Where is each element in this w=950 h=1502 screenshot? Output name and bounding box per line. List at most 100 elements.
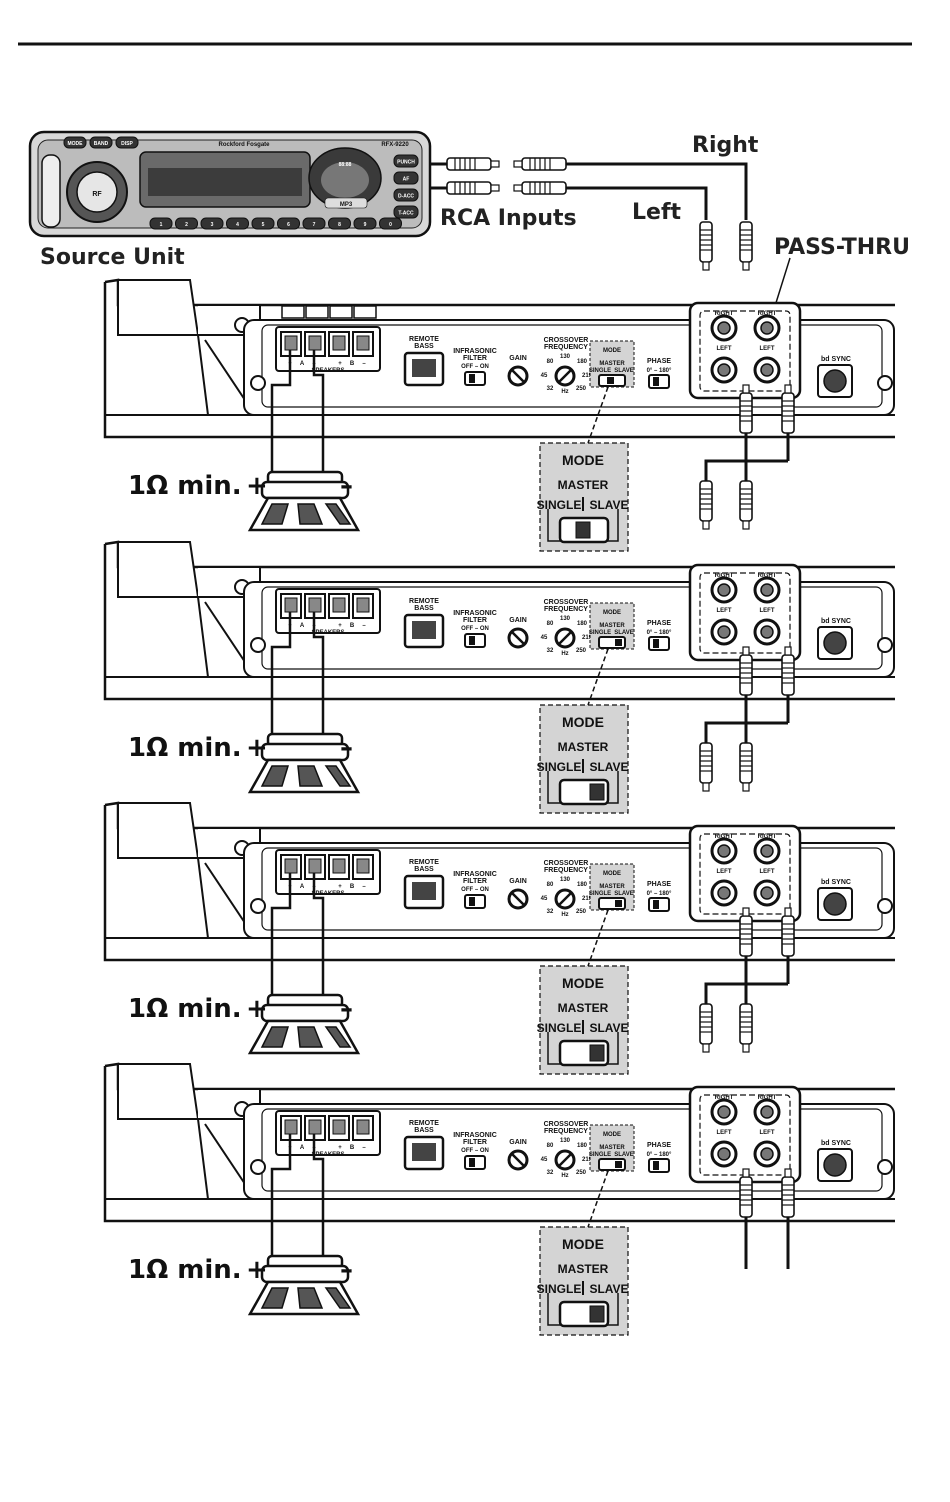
rca-plug <box>513 181 567 195</box>
crossover-value: 80 <box>547 1143 554 1149</box>
crossover-value: 32 <box>547 386 554 392</box>
speakers-label: SPEAKERS <box>311 1152 344 1158</box>
callout-single-label: SINGLE <box>537 1021 582 1035</box>
speaker-minus-label: – <box>340 1255 353 1285</box>
bd-sync-label: bd SYNC <box>821 356 851 363</box>
source-preset-button <box>251 217 275 230</box>
source-side-button <box>393 188 419 202</box>
crossover-value: 32 <box>547 909 554 915</box>
mode-switch-knob <box>615 1161 622 1168</box>
crossover-value: 180 <box>577 1143 588 1149</box>
speakers-label: SPEAKERS <box>311 368 344 374</box>
crossover-value: 45 <box>541 373 548 379</box>
bd-sync-label: bd SYNC <box>821 879 851 886</box>
terminal-mark: + <box>338 623 342 629</box>
panel-screw-icon <box>877 898 893 914</box>
terminal-mark: + <box>338 361 342 367</box>
rca-jack-label: LEFT <box>717 346 732 352</box>
crossover-value: 180 <box>577 359 588 365</box>
crossover-value: 219 <box>582 1157 593 1163</box>
panel-screw-icon <box>877 375 893 391</box>
speaker-plus-label: + <box>246 733 268 763</box>
infrasonic-off-on: OFF – ON <box>461 364 489 370</box>
infrasonic-off-on: OFF – ON <box>461 887 489 893</box>
source-preset-label: 6 <box>287 222 290 228</box>
pass-thru-cables <box>699 646 795 792</box>
source-side-button <box>393 171 419 185</box>
panel-screw-icon <box>877 637 893 653</box>
terminal-mark: A <box>300 361 305 367</box>
crossover-value: 219 <box>582 373 593 379</box>
amplifier-4: +A–+B–SPEAKERSREMOTEBASSINFRASONICFILTER… <box>103 1062 895 1336</box>
right-rca-cable <box>566 162 748 220</box>
bd-sync-label: bd SYNC <box>821 618 851 625</box>
rca-plug <box>739 221 753 271</box>
source-preset-label: 9 <box>364 222 367 228</box>
rca-plug <box>781 1168 795 1218</box>
panel-screw-icon <box>250 1159 266 1175</box>
callout-master-label: MASTER <box>558 1262 609 1276</box>
panel-screw-icon <box>250 637 266 653</box>
source-preset-label: 2 <box>185 222 188 228</box>
rca-jack-label: RIGHT <box>715 834 734 840</box>
remote-bass-label: REMOTE <box>409 1120 439 1127</box>
terminal-mark: B <box>350 361 355 367</box>
panel-screw-icon <box>877 1159 893 1175</box>
infrasonic-label: FILTER <box>463 617 487 624</box>
mode-switch-knob <box>607 377 614 384</box>
source-brand: Rockford Fosgate <box>218 142 270 148</box>
crossover-label: FREQUENCY <box>544 344 588 351</box>
crossover-value: 32 <box>547 1170 554 1176</box>
speakers-label: SPEAKERS <box>311 630 344 636</box>
source-preset-label: 0 <box>389 222 392 228</box>
rca-jack-label: RIGHT <box>758 311 777 317</box>
terminal-mark: B <box>350 623 355 629</box>
source-side-button-label: AF <box>403 177 410 183</box>
panel-screw-icon <box>250 375 266 391</box>
mode-single-label: SINGLE <box>589 630 611 636</box>
rca-jack-panel <box>688 1085 802 1184</box>
terminal-mark: A <box>300 884 305 890</box>
terminal-mark: A <box>300 1145 305 1151</box>
remote-bass-label: BASS <box>414 343 434 350</box>
mode-label: MODE <box>603 348 621 354</box>
remote-bass-label: REMOTE <box>409 336 439 343</box>
rca-jack-label: LEFT <box>760 608 775 614</box>
phase-label: PHASE <box>647 358 671 365</box>
speaker-minus-label: – <box>340 733 353 763</box>
infrasonic-label: FILTER <box>463 1139 487 1146</box>
source-button <box>63 136 87 149</box>
infrasonic-off-on: OFF – ON <box>461 1148 489 1154</box>
rca-plug <box>513 157 567 171</box>
pass-thru-cables <box>699 907 795 1053</box>
left-channel-label: Left <box>632 200 682 225</box>
rca-jack-panel <box>688 824 802 923</box>
source-logo-mark: RF <box>92 191 102 198</box>
crossover-value: 80 <box>547 621 554 627</box>
callout-master-label: MASTER <box>558 740 609 754</box>
callout-single-label: SINGLE <box>537 1282 582 1296</box>
rca-jack-label: LEFT <box>760 1130 775 1136</box>
crossover-label: FREQUENCY <box>544 606 588 613</box>
source-button-label: BAND <box>94 141 109 147</box>
terminal-mark: – <box>362 884 366 890</box>
crossover-value: Hz <box>561 1173 568 1179</box>
rca-jack-label: RIGHT <box>715 311 734 317</box>
source-preset-label: 7 <box>313 222 316 228</box>
source-button <box>89 136 113 149</box>
callout-master-label: MASTER <box>558 478 609 492</box>
crossover-value: 45 <box>541 1157 548 1163</box>
terminal-mark: B <box>350 1145 355 1151</box>
callout-mode-switch-knob <box>589 1044 605 1062</box>
phase-range: 0° – 180° <box>647 1152 672 1158</box>
rca-plug <box>446 157 500 171</box>
source-side-button <box>393 205 419 219</box>
terminal-mark: – <box>362 361 366 367</box>
crossover-value: Hz <box>561 912 568 918</box>
crossover-value: 250 <box>576 386 587 392</box>
rca-plug <box>781 646 795 696</box>
phase-label: PHASE <box>647 620 671 627</box>
remote-bass-label: BASS <box>414 1127 434 1134</box>
crossover-label: CROSSOVER <box>544 860 589 867</box>
